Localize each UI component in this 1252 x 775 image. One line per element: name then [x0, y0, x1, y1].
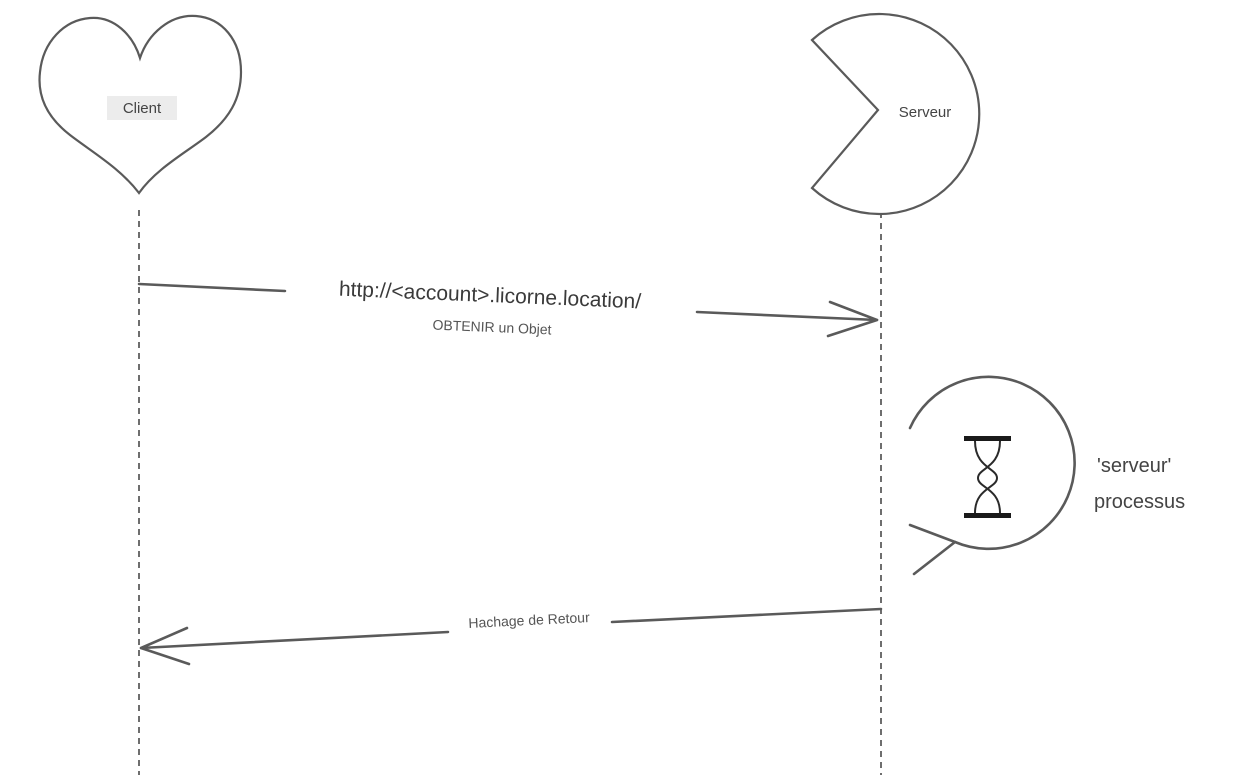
pacman-icon	[810, 12, 981, 216]
server-label: Serveur	[899, 104, 952, 121]
client-participant: Client	[38, 14, 243, 195]
request-message: http://<account>.licorne.location/ OBTEN…	[137, 278, 879, 338]
request-arrowhead	[826, 300, 879, 338]
server-process: 'serveur' processus	[908, 375, 1185, 576]
process-loop-arrowhead	[908, 523, 957, 576]
response-message: Hachage de Retour	[139, 607, 883, 666]
response-arrowhead	[139, 626, 191, 666]
request-url-label: http://<account>.licorne.location/	[338, 278, 641, 314]
hourglass-icon	[964, 436, 1011, 518]
client-label-bg	[107, 96, 177, 120]
server-participant: Serveur	[810, 12, 981, 216]
process-label-line2: processus	[1094, 491, 1185, 513]
response-line-left	[139, 630, 450, 650]
request-subtitle-label: OBTENIR un Objet	[432, 317, 552, 338]
process-loop-arc	[908, 375, 1076, 551]
request-line-right	[695, 310, 879, 322]
request-line-left	[137, 282, 287, 293]
process-label-line1: 'serveur'	[1097, 455, 1171, 477]
client-label: Client	[123, 100, 162, 117]
response-label: Hachage de Retour	[468, 609, 590, 631]
response-line-right	[610, 607, 883, 624]
